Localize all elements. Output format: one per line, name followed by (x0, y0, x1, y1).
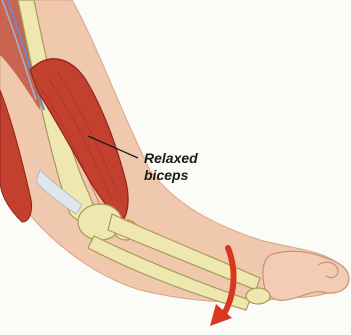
relaxed-biceps-label: Relaxed biceps (144, 150, 198, 184)
label-line-1: Relaxed (144, 150, 198, 167)
label-line-2: biceps (144, 167, 198, 184)
wrist-bone (246, 288, 270, 304)
